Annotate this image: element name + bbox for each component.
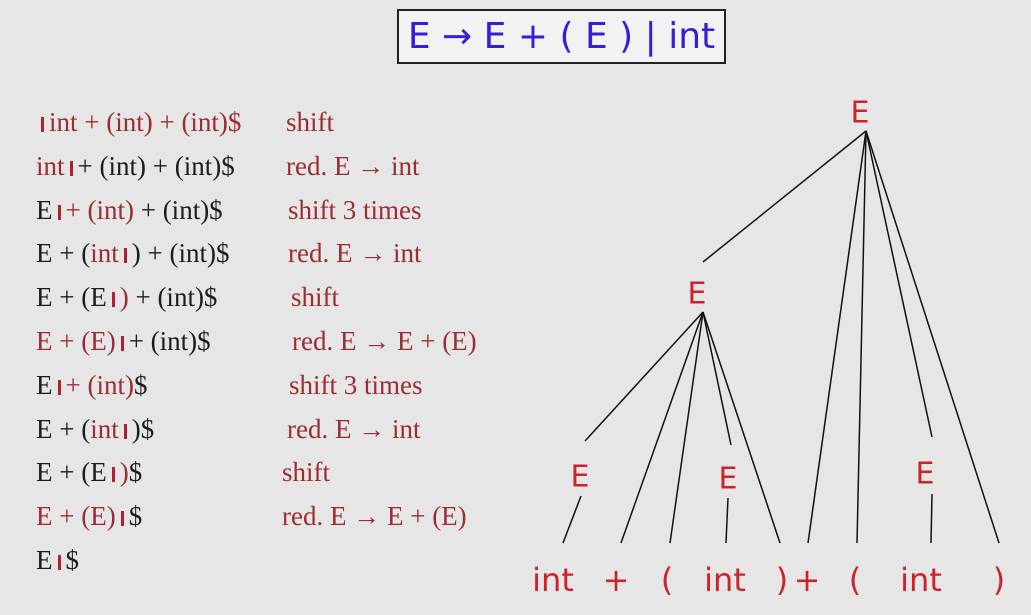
- tree-edge: [807, 130, 867, 544]
- action-label: shift 3 times: [289, 369, 423, 400]
- stack-segment: E + (E): [36, 326, 116, 356]
- stack-segment: E + (E: [36, 282, 107, 313]
- stack-input: E + (int) + (int)$: [36, 192, 223, 228]
- stack-input: int + (int) + (int)$: [36, 148, 235, 184]
- tree-edge: [702, 311, 781, 544]
- action-label: red. E → int: [286, 150, 420, 181]
- stack-segment: E: [36, 369, 53, 400]
- tree-edge: [930, 493, 933, 544]
- stack-segment: ): [119, 282, 129, 313]
- stack-segment: ) + (int)$: [131, 238, 230, 269]
- stack-segment: int: [90, 238, 119, 269]
- stack-segment: $: [133, 369, 148, 400]
- stack-input: E + (E) $: [36, 498, 142, 534]
- stack-input: E + (E) + (int)$: [36, 323, 211, 359]
- tree-edge: [865, 130, 933, 438]
- stack-segment: E: [36, 194, 53, 225]
- stack-segment: + (int) + (int)$: [77, 150, 235, 181]
- stack-input: E + (int)$: [36, 367, 147, 403]
- tree-edge: [725, 497, 729, 544]
- parse-cursor: [123, 423, 127, 439]
- stack-segment: + (int)$: [133, 194, 223, 225]
- grammar-rule: E → E + ( E ) | int: [397, 9, 726, 64]
- tree-node-mid: E: [688, 277, 707, 312]
- action-label: red. E → int: [288, 238, 422, 269]
- tree-edge: [562, 495, 582, 544]
- stack-segment: E: [36, 545, 53, 575]
- stack-segment: )$: [131, 413, 155, 444]
- parse-cursor: [69, 160, 73, 176]
- tree-edge: [702, 130, 867, 263]
- stack-segment: E + (: [36, 413, 91, 444]
- tree-leaf: +: [603, 561, 630, 599]
- stack-input: E + (E) + (int)$: [36, 279, 217, 315]
- stack-input: E + (int )$: [36, 411, 154, 447]
- tree-leaf: ): [993, 561, 1005, 599]
- tree-edge: [856, 130, 867, 544]
- tree-leaf: (: [849, 561, 861, 599]
- tree-edge: [669, 311, 704, 544]
- tree-leaf: +: [794, 561, 821, 599]
- parse-cursor: [120, 336, 124, 351]
- stack-segment: ): [119, 457, 129, 488]
- stack-segment: E + (E: [36, 457, 107, 488]
- stack-segment: + (int): [65, 194, 134, 225]
- tree-node-e2: E: [719, 462, 738, 497]
- tree-edge: [620, 311, 704, 544]
- stack-segment: $: [128, 501, 143, 532]
- action-label: shift: [286, 107, 335, 137]
- parse-cursor: [111, 292, 115, 308]
- action-label: shift: [291, 282, 340, 313]
- stack-segment: $: [65, 545, 80, 575]
- stack-segment: + (int)$: [128, 282, 218, 313]
- stack-input: E + (E)$: [36, 454, 142, 490]
- tree-node-e1: E: [571, 460, 590, 495]
- tree-edge: [702, 311, 732, 446]
- stack-segment: int + (int) + (int)$: [49, 107, 242, 137]
- stack-segment: + (int): [65, 369, 134, 400]
- parse-cursor: [111, 467, 115, 483]
- tree-leaf: int: [532, 561, 574, 599]
- stack-segment: $: [128, 457, 143, 488]
- tree-edge: [865, 130, 1000, 544]
- parse-cursor: [41, 117, 44, 132]
- tree-node-root: E: [851, 96, 870, 131]
- tree-node-e3: E: [916, 457, 935, 492]
- stack-input: int + (int) + (int)$: [36, 104, 241, 140]
- tree-leaf: int: [704, 561, 746, 599]
- tree-leaf: ): [776, 561, 788, 599]
- action-label: red. E → E + (E): [292, 326, 477, 356]
- tree-leaf: int: [900, 561, 942, 599]
- stack-input: E + (int ) + (int)$: [36, 235, 229, 271]
- stack-segment: E + (E): [36, 501, 116, 532]
- parse-cursor: [57, 204, 61, 220]
- action-label: red. E → E + (E): [282, 501, 467, 532]
- stack-input: E$: [36, 542, 79, 578]
- parse-cursor: [120, 511, 124, 527]
- action-label: red. E → int: [287, 413, 421, 444]
- parse-cursor: [57, 555, 61, 570]
- stack-segment: int: [36, 150, 65, 181]
- stack-segment: E + (: [36, 238, 91, 269]
- parse-cursor: [123, 248, 127, 264]
- parse-cursor: [57, 379, 61, 395]
- action-label: shift: [282, 457, 331, 488]
- tree-edge: [584, 311, 704, 442]
- tree-leaf: (: [661, 561, 673, 599]
- stack-segment: + (int)$: [128, 326, 211, 356]
- action-label: shift 3 times: [288, 194, 422, 225]
- stack-segment: int: [90, 413, 119, 444]
